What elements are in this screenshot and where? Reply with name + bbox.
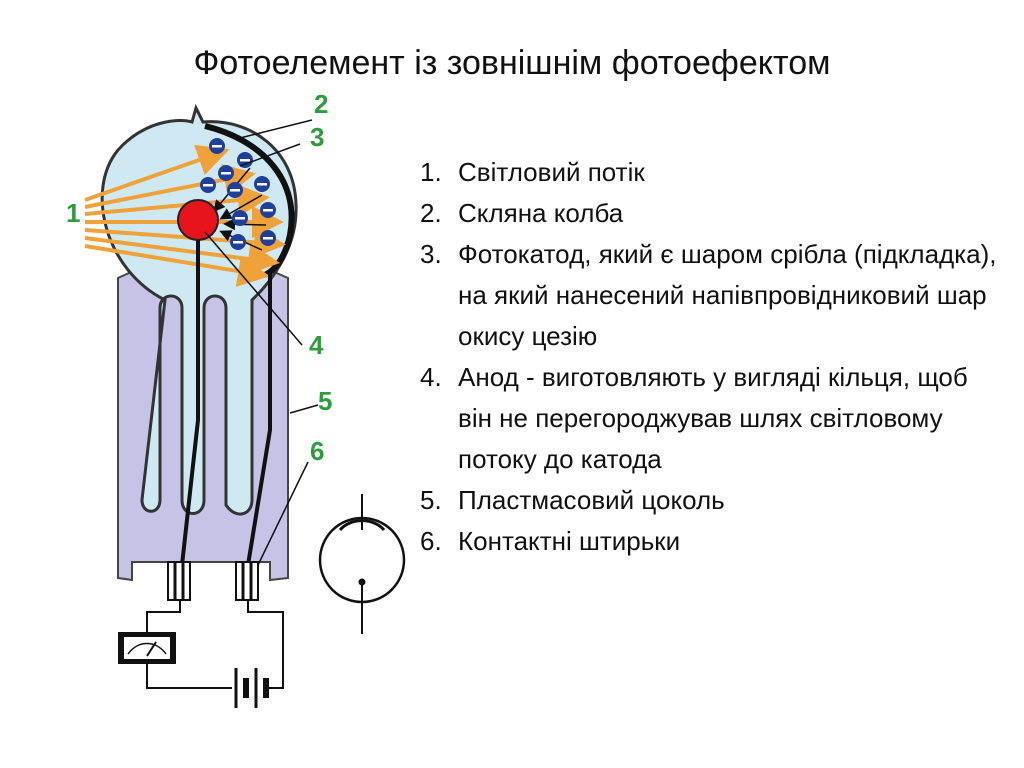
page-title: Фотоелемент із зовнішнім фотоефектом <box>193 44 831 82</box>
electron <box>254 176 270 192</box>
electron <box>232 210 248 226</box>
legend-item: 1.Світловий потік <box>420 157 645 187</box>
electron <box>227 182 243 198</box>
electron <box>237 152 253 168</box>
legend-item: 5.Пластмасовий цоколь <box>420 485 725 515</box>
battery <box>234 668 269 708</box>
electron <box>200 177 216 193</box>
contact-pins <box>167 561 259 601</box>
callout-6: 6 <box>310 436 324 466</box>
callout-5: 5 <box>318 386 332 416</box>
callout-4: 4 <box>309 330 324 360</box>
callout-1: 1 <box>66 198 80 228</box>
lead-wires <box>180 240 272 566</box>
external-circuit <box>146 600 284 689</box>
legend-list: 1.Світловий потік 2.Скляна колба 3.Фоток… <box>420 152 1000 562</box>
anode <box>177 199 219 241</box>
callout-leaders <box>204 119 319 566</box>
callout-3: 3 <box>310 122 324 152</box>
legend-item: 4.Анод - виготовляють у вигляді кільця, … <box>420 362 968 474</box>
legend-item: 6.Контактні штирьки <box>420 526 681 556</box>
electron <box>260 202 276 218</box>
electron <box>209 138 225 154</box>
callout-2: 2 <box>314 89 328 119</box>
phototube-symbol <box>318 494 406 634</box>
legend-item: 3.Фотокатод, який є шаром срібла (підкла… <box>420 239 997 351</box>
electrons <box>200 138 276 250</box>
galvanometer <box>118 632 176 664</box>
electron <box>218 165 234 181</box>
electron <box>260 230 276 246</box>
legend-item: 2.Скляна колба <box>420 198 624 228</box>
electron <box>230 234 246 250</box>
